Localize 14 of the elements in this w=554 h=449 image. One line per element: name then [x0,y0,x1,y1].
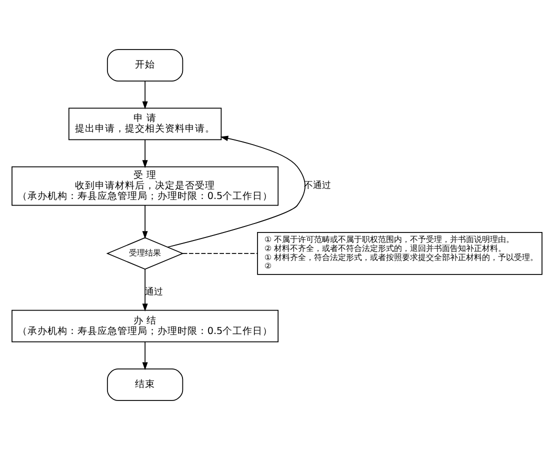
arrow [142,340,148,370]
arrow [142,138,148,168]
arrow [142,80,148,109]
node-box: 受 理 收到申请材料后，决定是否受理 （承办机构：寿县应急管理局；办理时限：0.5个工作日） [12,166,279,206]
arrow [142,204,148,238]
node-box: 结束 [106,368,184,400]
node-diamond: 受理结果 [106,236,184,270]
arrow [167,135,306,248]
node-box: 申 请 提出申请，提交相关资料申请。 [68,107,222,140]
node-box: 开始 [106,48,184,81]
connector [182,252,258,254]
arrow [142,268,148,312]
node-box: 办 结 （承办机构：寿县应急管理局；办理时限：0.5个工作日） [12,309,279,342]
node-box: ① 不属于许可范畴或不属于职权范围内，不予受理，并书面说明理由。 ② 材料不齐全，或者不符合法定形式的，退回并书面告知补正材料。 ① 材料齐全，符合法定形式，或者按照要求提交全部补正材料的，予以受理。 ② [257,232,542,274]
